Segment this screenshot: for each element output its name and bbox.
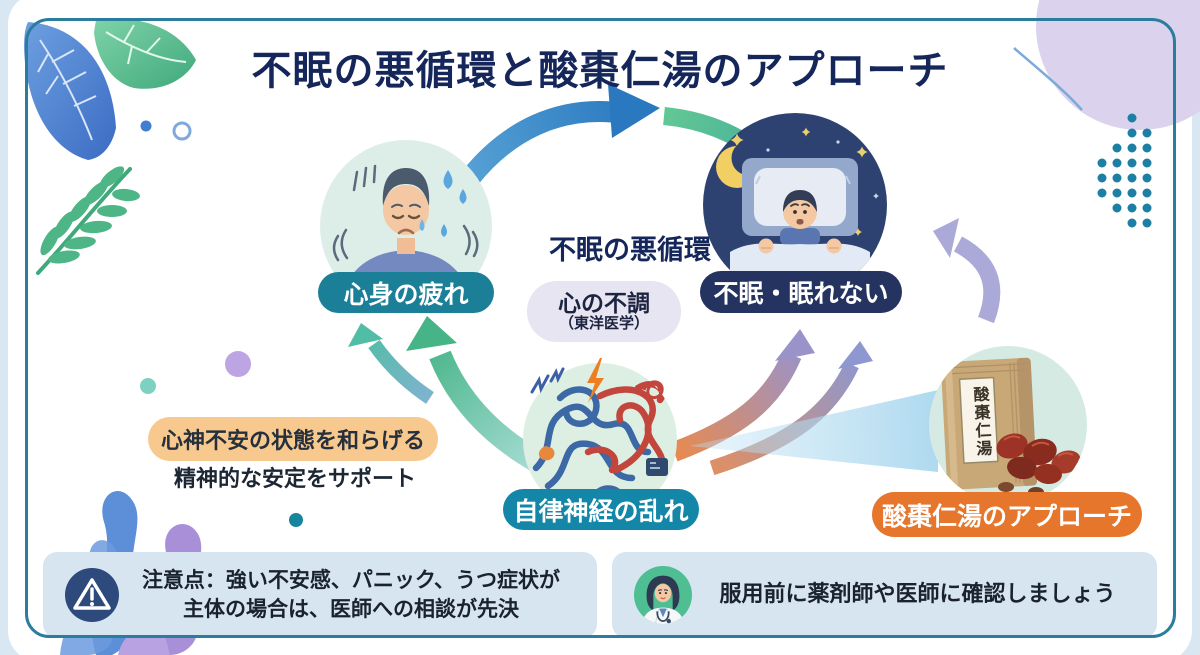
stress-lines-icon [332, 164, 479, 262]
packet-label: 酸棗仁湯 [970, 385, 993, 459]
caution-note: 注意点：強い不安感、パニック、うつ症状が 主体の場合は、医師への相談が先決 [43, 552, 597, 638]
center-condition-line2: （東洋医学） [558, 313, 649, 332]
caution-line2: 主体の場合は、医師への相談が先決 [183, 597, 519, 621]
dot-decoration-top [140, 120, 192, 141]
tear-icon [419, 219, 425, 231]
doctor-avatar [634, 566, 692, 624]
effect-badge: 心神不安の状態を和らげる [148, 417, 438, 461]
node-label-insomnia: 不眠・眠れない [700, 271, 902, 313]
dot-grid-decoration [1097, 113, 1152, 228]
center-condition-pill: 心の不調 （東洋医学） [527, 281, 681, 342]
lightning-icon [587, 358, 604, 403]
center-condition-line1: 心の不調 [558, 290, 650, 317]
flame-blob-icon [538, 446, 555, 461]
blob-decoration-top-right [1013, 0, 1200, 228]
cycle-label: 不眠の悪循環 [549, 235, 711, 266]
battery-icon [646, 458, 668, 476]
scribble-icon [642, 380, 664, 400]
effect-subtext: 精神的な安定をサポート [173, 467, 416, 492]
fern-decoration-left [36, 166, 140, 275]
caution-line1: 注意点：強い不安感、パニック、うつ症状が [141, 567, 561, 592]
warning-triangle-icon [65, 568, 119, 622]
autonomic-illustration [523, 358, 677, 517]
page-title: 不眠の悪循環と酸棗仁湯のアプローチ [251, 48, 949, 94]
leaf-decoration-top-left [24, 18, 196, 160]
caution-text: 注意点：強い不安感、パニック、うつ症状が 主体の場合は、医師への相談が先決 [119, 566, 597, 625]
spark-marks-icon [530, 367, 565, 394]
consult-note: 服用前に薬剤師や医師に確認しましょう [612, 552, 1157, 638]
consult-text: 服用前に薬剤師や医師に確認しましょう [719, 581, 1116, 607]
node-label-autonomic: 自律神経の乱れ [503, 489, 699, 530]
approach-arrow-to-insomnia [933, 218, 1001, 324]
node-label-fatigue: 心身の疲れ [318, 272, 494, 313]
sweat-drops-icon [441, 170, 467, 237]
sansoninto-packet-illustration [929, 346, 1087, 504]
approach-badge: 酸棗仁湯のアプローチ [872, 492, 1142, 537]
remedy-beam [690, 390, 938, 472]
hands-on-blanket [758, 238, 842, 254]
